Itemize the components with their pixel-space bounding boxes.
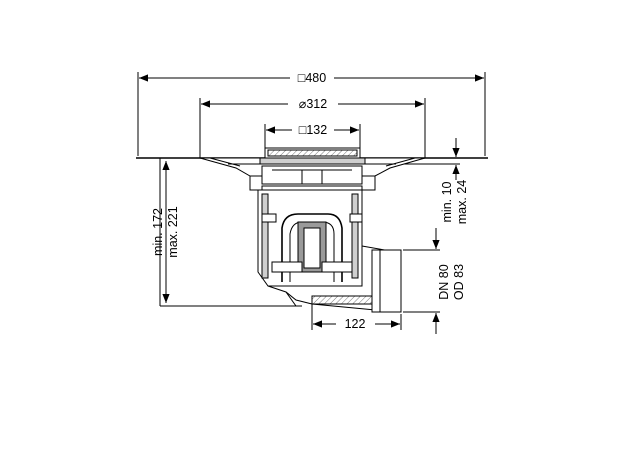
- dimension-grate-size: □132: [264, 123, 361, 150]
- drain-grate: [259, 147, 366, 165]
- dimension-flange-diameter: ⌀312: [199, 97, 426, 158]
- odour-trap: [271, 213, 353, 282]
- dimension-outlet-pipe: DN 80 OD 83: [403, 228, 466, 334]
- drain-adjustment-frame: [249, 165, 376, 191]
- height-max-label: max. 221: [166, 206, 180, 257]
- dimension-total-height: min. 172 max. 221: [151, 161, 180, 303]
- dimension-adjustment-range: min. 10 max. 24: [376, 138, 469, 224]
- dimension-outlet-offset: 122: [311, 302, 402, 331]
- pipe-od-label: OD 83: [452, 264, 466, 300]
- flange-diameter-label: ⌀312: [299, 97, 327, 111]
- dimension-overall-width: □480: [137, 71, 486, 156]
- adjust-max-label: max. 24: [455, 180, 469, 225]
- overall-width-label: □480: [298, 71, 326, 85]
- outlet-pipe: [267, 245, 402, 313]
- grate-size-label: □132: [299, 123, 327, 137]
- height-min-label: min. 172: [151, 208, 165, 256]
- outlet-offset-label: 122: [345, 317, 366, 331]
- pipe-dn-label: DN 80: [437, 264, 451, 299]
- adjust-min-label: min. 10: [440, 181, 454, 222]
